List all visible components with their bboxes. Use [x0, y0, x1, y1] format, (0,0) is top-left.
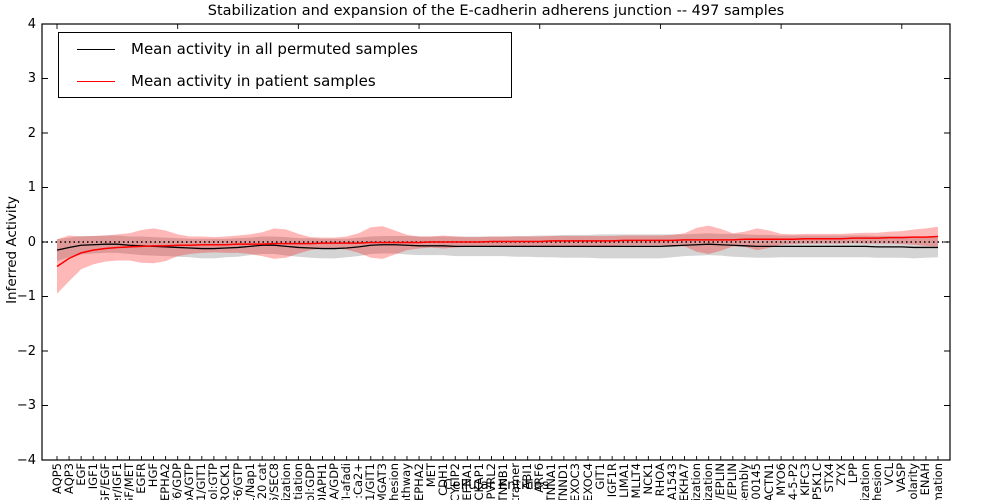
y-tick-label: −2 — [16, 343, 36, 359]
y-tick-label: −4 — [16, 452, 36, 468]
plot-frame — [41, 23, 951, 461]
y-tick-label: 2 — [27, 125, 36, 141]
patient-band — [57, 225, 938, 294]
x-tick-label: actin cable formation — [931, 463, 945, 500]
chart-title: Stabilization and expansion of the E-cad… — [207, 3, 785, 19]
y-tick-label: 3 — [27, 71, 36, 86]
legend-label-patient: Mean activity in patient samples — [131, 72, 376, 90]
permuted-line-swatch — [77, 48, 115, 50]
patient-mean-line — [56, 235, 939, 268]
legend-label-permuted: Mean activity in all permuted samples — [131, 40, 418, 58]
axis-ticks — [42, 23, 950, 461]
legend: Mean activity in all permuted samples Me… — [58, 32, 512, 98]
y-tick-label: 1 — [27, 180, 36, 195]
x-axis-label: Cellular Entities — [442, 477, 550, 493]
y-tick-label: 0 — [27, 234, 36, 250]
legend-entry-permuted: Mean activity in all permuted samples — [59, 33, 511, 65]
legend-entry-patient: Mean activity in patient samples — [59, 65, 511, 97]
y-tick-label: 4 — [27, 16, 36, 32]
patient-line-swatch — [77, 80, 115, 82]
y-tick-label: −1 — [16, 289, 36, 304]
y-tick-label: −3 — [16, 398, 36, 413]
permuted-mean-line — [56, 243, 938, 251]
